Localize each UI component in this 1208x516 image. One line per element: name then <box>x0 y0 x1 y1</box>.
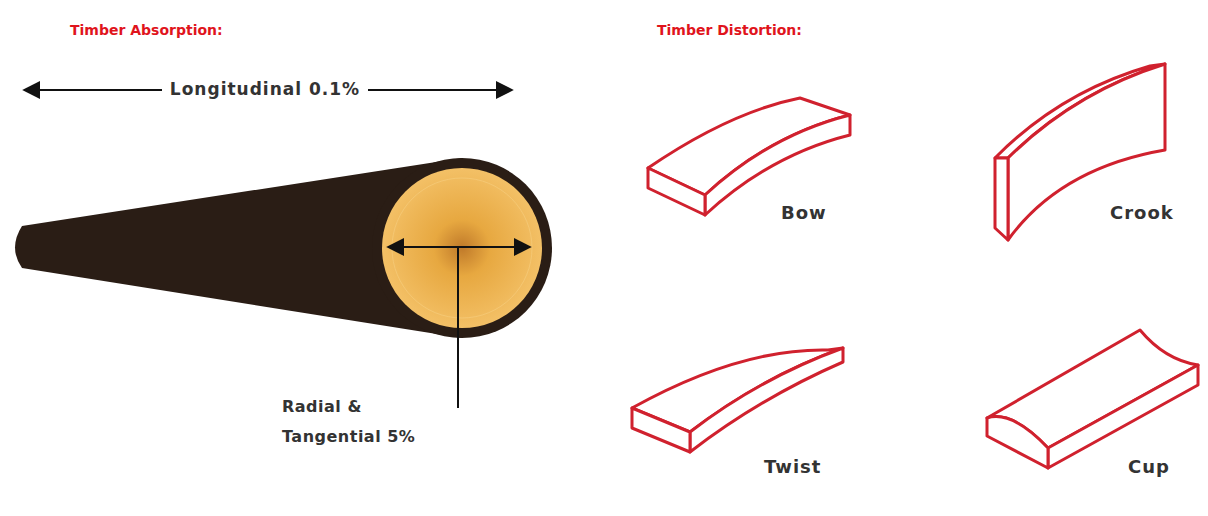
part-name: Cup <box>1128 456 1170 477</box>
part-name: Crook <box>1110 202 1174 223</box>
leader-line <box>457 248 459 408</box>
twist-shape <box>632 348 843 452</box>
section-heading: Timber Absorption: <box>70 22 223 38</box>
bow-shape <box>648 98 850 215</box>
part-name: Twist <box>764 456 821 477</box>
radial-arrow <box>388 246 530 248</box>
log-bark <box>372 158 552 338</box>
part-name: Bow <box>781 202 827 223</box>
dimension-label: Radial & Tangential 5% <box>282 392 432 452</box>
cup-shape <box>987 330 1198 468</box>
log-end-grain <box>382 168 542 328</box>
section-heading: Timber Distortion: <box>657 22 802 38</box>
log-illustration <box>15 158 552 338</box>
dimension-label: Longitudinal 0.1% <box>162 79 368 99</box>
